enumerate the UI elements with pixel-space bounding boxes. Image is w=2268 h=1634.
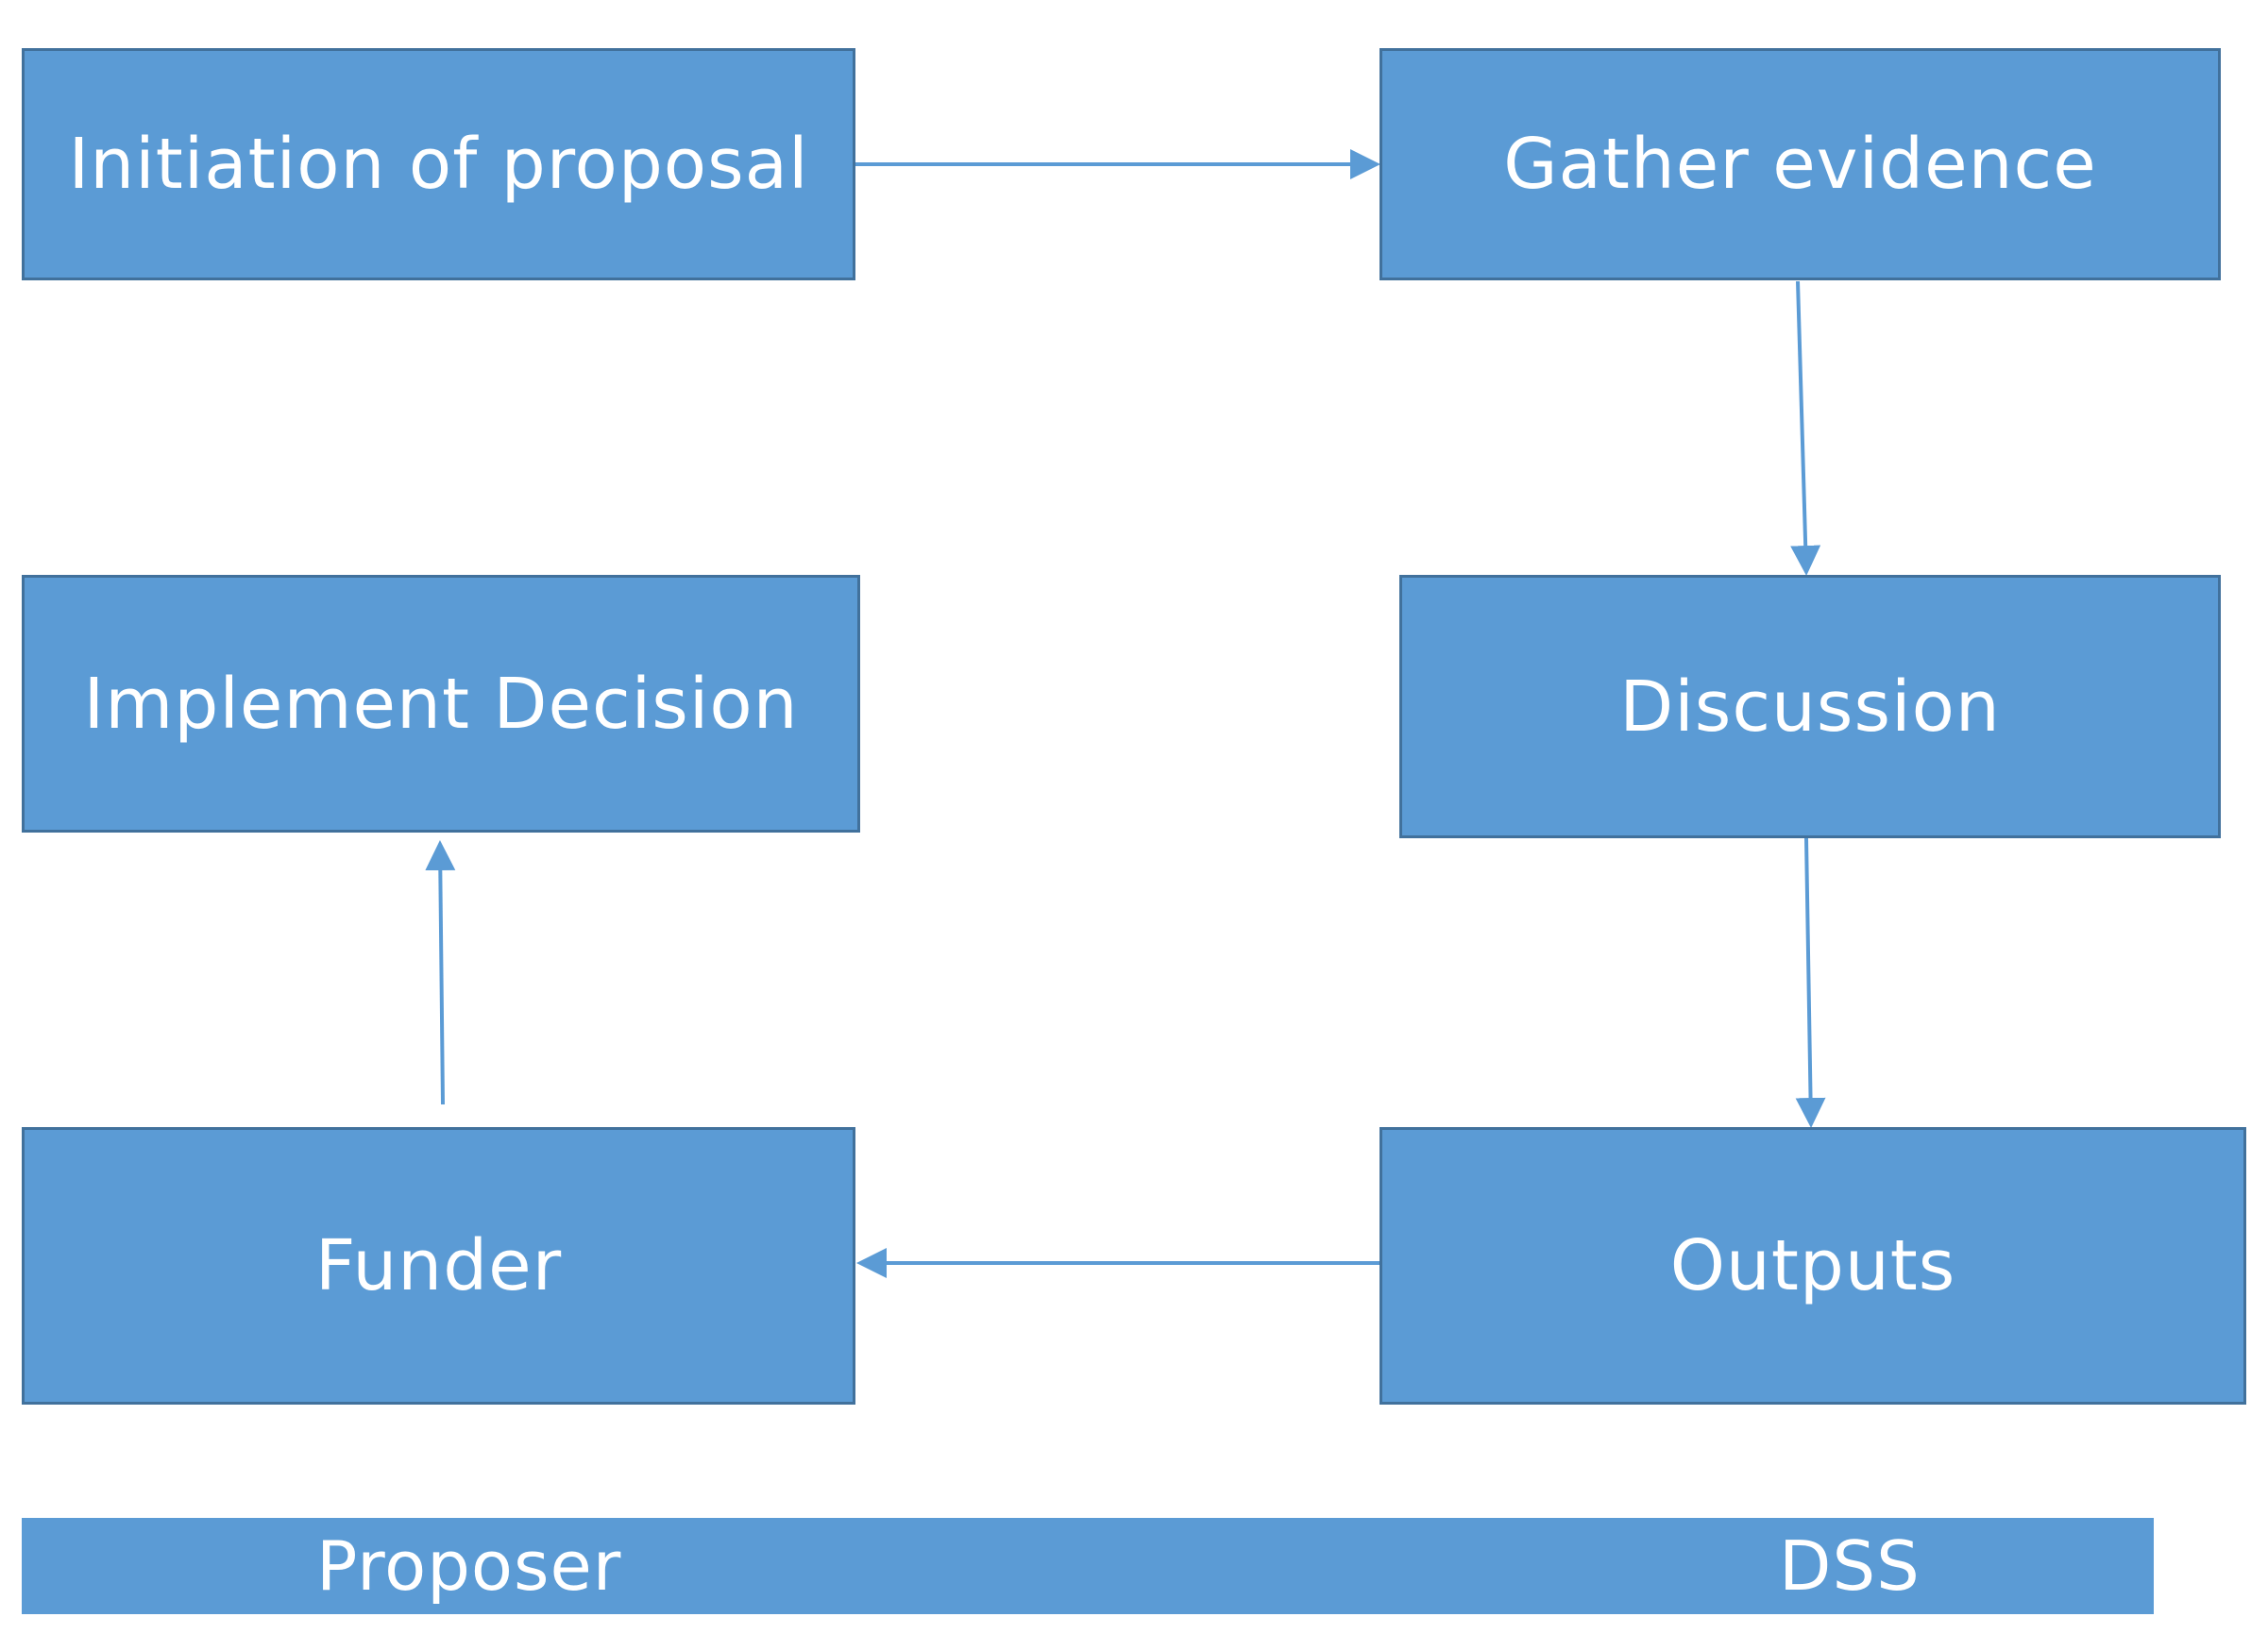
node-implement-decision: Implement Decision (22, 575, 860, 833)
arrow-gather-to-discussion (1790, 280, 1821, 576)
lane-legend-bar: Proposer DSS (22, 1518, 2154, 1614)
node-discussion: Discussion (1399, 575, 2221, 838)
arrow-discussion-to-outputs (1795, 837, 1826, 1128)
node-outputs: Outputs (1379, 1127, 2246, 1405)
node-gather-evidence: Gather evidence (1379, 48, 2221, 280)
legend-proposer-label: Proposer (316, 1526, 622, 1606)
node-implement-label: Implement Decision (83, 663, 799, 745)
node-discussion-label: Discussion (1619, 665, 2001, 748)
node-initiation-of-proposal: Initiation of proposal (22, 48, 855, 280)
legend-dss-label: DSS (1779, 1526, 1921, 1606)
node-funder-label: Funder (314, 1225, 563, 1306)
node-funder: Funder (22, 1127, 855, 1405)
node-outputs-label: Outputs (1669, 1225, 1956, 1306)
node-gather-label: Gather evidence (1503, 124, 2097, 205)
node-initiation-label: Initiation of proposal (68, 124, 809, 205)
arrow-funder-to-implement (425, 840, 456, 1105)
